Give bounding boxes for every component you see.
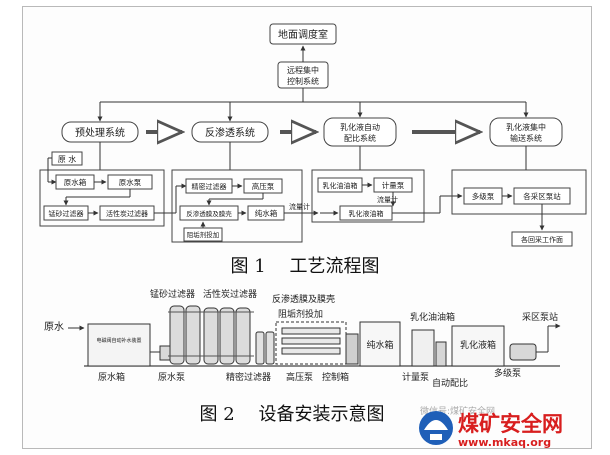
dispatch-room-box [269, 23, 337, 45]
multi-pump-drawing [509, 343, 537, 361]
fig2-raw-water-label: 原水 [44, 321, 64, 333]
fig2-auto-mix-label: 自动配比 [432, 377, 468, 389]
flowmeter-label: 流量计 [377, 195, 398, 204]
stage-conveying-line2: 输送系统 [510, 133, 542, 143]
pure-tank-drawing [359, 321, 401, 367]
control-cabinet-drawing [345, 333, 359, 365]
oil-tank-label: 乳化油油箱 [323, 181, 358, 190]
liquid-tank-drawing [451, 325, 505, 367]
carbon-filter-label: 活性炭过滤器 [106, 209, 148, 218]
pure-tank-label: 纯水箱 [255, 208, 278, 218]
flow-label: 流量计 [289, 202, 310, 211]
fig2-mn-filter-label: 锰砂过滤器 [150, 288, 195, 300]
conveying-group [451, 169, 587, 215]
fig2-meter-pump-label: 计量泵 [402, 371, 429, 383]
fig2-caption: 图 2 设备安装示意图 [200, 404, 385, 425]
multi-pump-label: 多级泵 [472, 191, 495, 201]
pretreatment-group [39, 169, 165, 227]
dispatch-room-label: 地面调度室 [278, 28, 328, 41]
fig2-multi-pump-label: 多级泵 [494, 367, 521, 379]
fig2-hp-pump-label: 高压泵 [286, 371, 313, 383]
stage-conveying-line1: 乳化液集中 [506, 122, 546, 132]
fig2-antiscalant-label: 阻垢剂投加 [278, 308, 323, 320]
raw-tank-label: 原水箱 [64, 177, 87, 187]
ro-group [171, 169, 303, 243]
fig1-caption: 图 1 工艺流程图 [231, 256, 380, 277]
watermark-url: www.mkaq.org [458, 436, 551, 449]
mn-filter-drawing [169, 305, 201, 365]
watermark-title: 煤矿安全网 [458, 412, 563, 436]
fig2-cabinet-label: 控制箱 [322, 371, 349, 383]
stage-ro-label: 反渗透系统 [205, 126, 255, 139]
antiscalant-label: 阻垢剂投加 [187, 230, 220, 239]
raw-pump-label: 原水泵 [119, 177, 142, 187]
membrane-label: 反渗透膜及膜壳 [186, 209, 232, 218]
mix-group [311, 169, 425, 223]
stage-pretreatment-label: 预处理系统 [75, 126, 125, 139]
membrane-drawing [281, 327, 341, 355]
fig2-precision-filter-label: 精密过滤器 [226, 371, 271, 383]
meter-pump-drawing [435, 341, 447, 367]
stage-mix-line2: 配比系统 [344, 133, 376, 143]
mn-filter-label: 锰砂过滤器 [49, 209, 84, 218]
fig2-raw-tank-label: 原水箱 [98, 371, 125, 383]
fig2-station-label: 采区泵站 [522, 311, 558, 323]
remote-control-line2: 控制系统 [287, 76, 319, 86]
face-label: 各回采工作面 [521, 235, 563, 244]
meter-pump-label: 计量泵 [382, 180, 405, 190]
carbon-filter-drawing [203, 307, 251, 365]
hp-pump-label: 高压泵 [252, 181, 275, 191]
fig2-oil-tank-label: 乳化油油箱 [410, 311, 455, 323]
precision-filter-drawing [255, 331, 275, 365]
stage-mix-line1: 乳化液自动 [340, 122, 380, 132]
station-label: 各采区泵站 [523, 191, 561, 201]
fig2-membrane-label: 反渗透膜及膜壳 [272, 293, 335, 305]
precision-filter-label: 精密过滤器 [192, 182, 227, 191]
device-label: 电磁阀自动补水装置 [96, 337, 141, 344]
fig2-raw-pump-label: 原水泵 [158, 371, 185, 383]
fig2-installation: 锰砂过滤器 活性炭过滤器 反渗透膜及膜壳 阻垢剂投加 乳化油油箱 采区泵站 原水… [44, 288, 561, 425]
raw-water-label: 原 水 [58, 154, 77, 164]
fig1-flowchart: 地面调度室 远程集中 控制系统 预处理系统 反渗透系统 乳化液自动 配比系统 乳… [39, 23, 587, 277]
fig2-carbon-filter-label: 活性炭过滤器 [203, 288, 257, 300]
fig2-pure-tank-label: 纯水箱 [366, 339, 393, 351]
fig2-liquid-tank-label: 乳化液箱 [460, 339, 496, 351]
oil-tank-drawing [411, 329, 435, 367]
liquid-tank-label: 乳化液油箱 [349, 209, 384, 218]
watermark: 微信号:煤矿安全网 煤矿安全网 www.mkaq.org [419, 405, 563, 449]
raw-tank-drawing [87, 323, 151, 367]
remote-control-line1: 远程集中 [287, 65, 319, 75]
face-box [511, 231, 573, 247]
